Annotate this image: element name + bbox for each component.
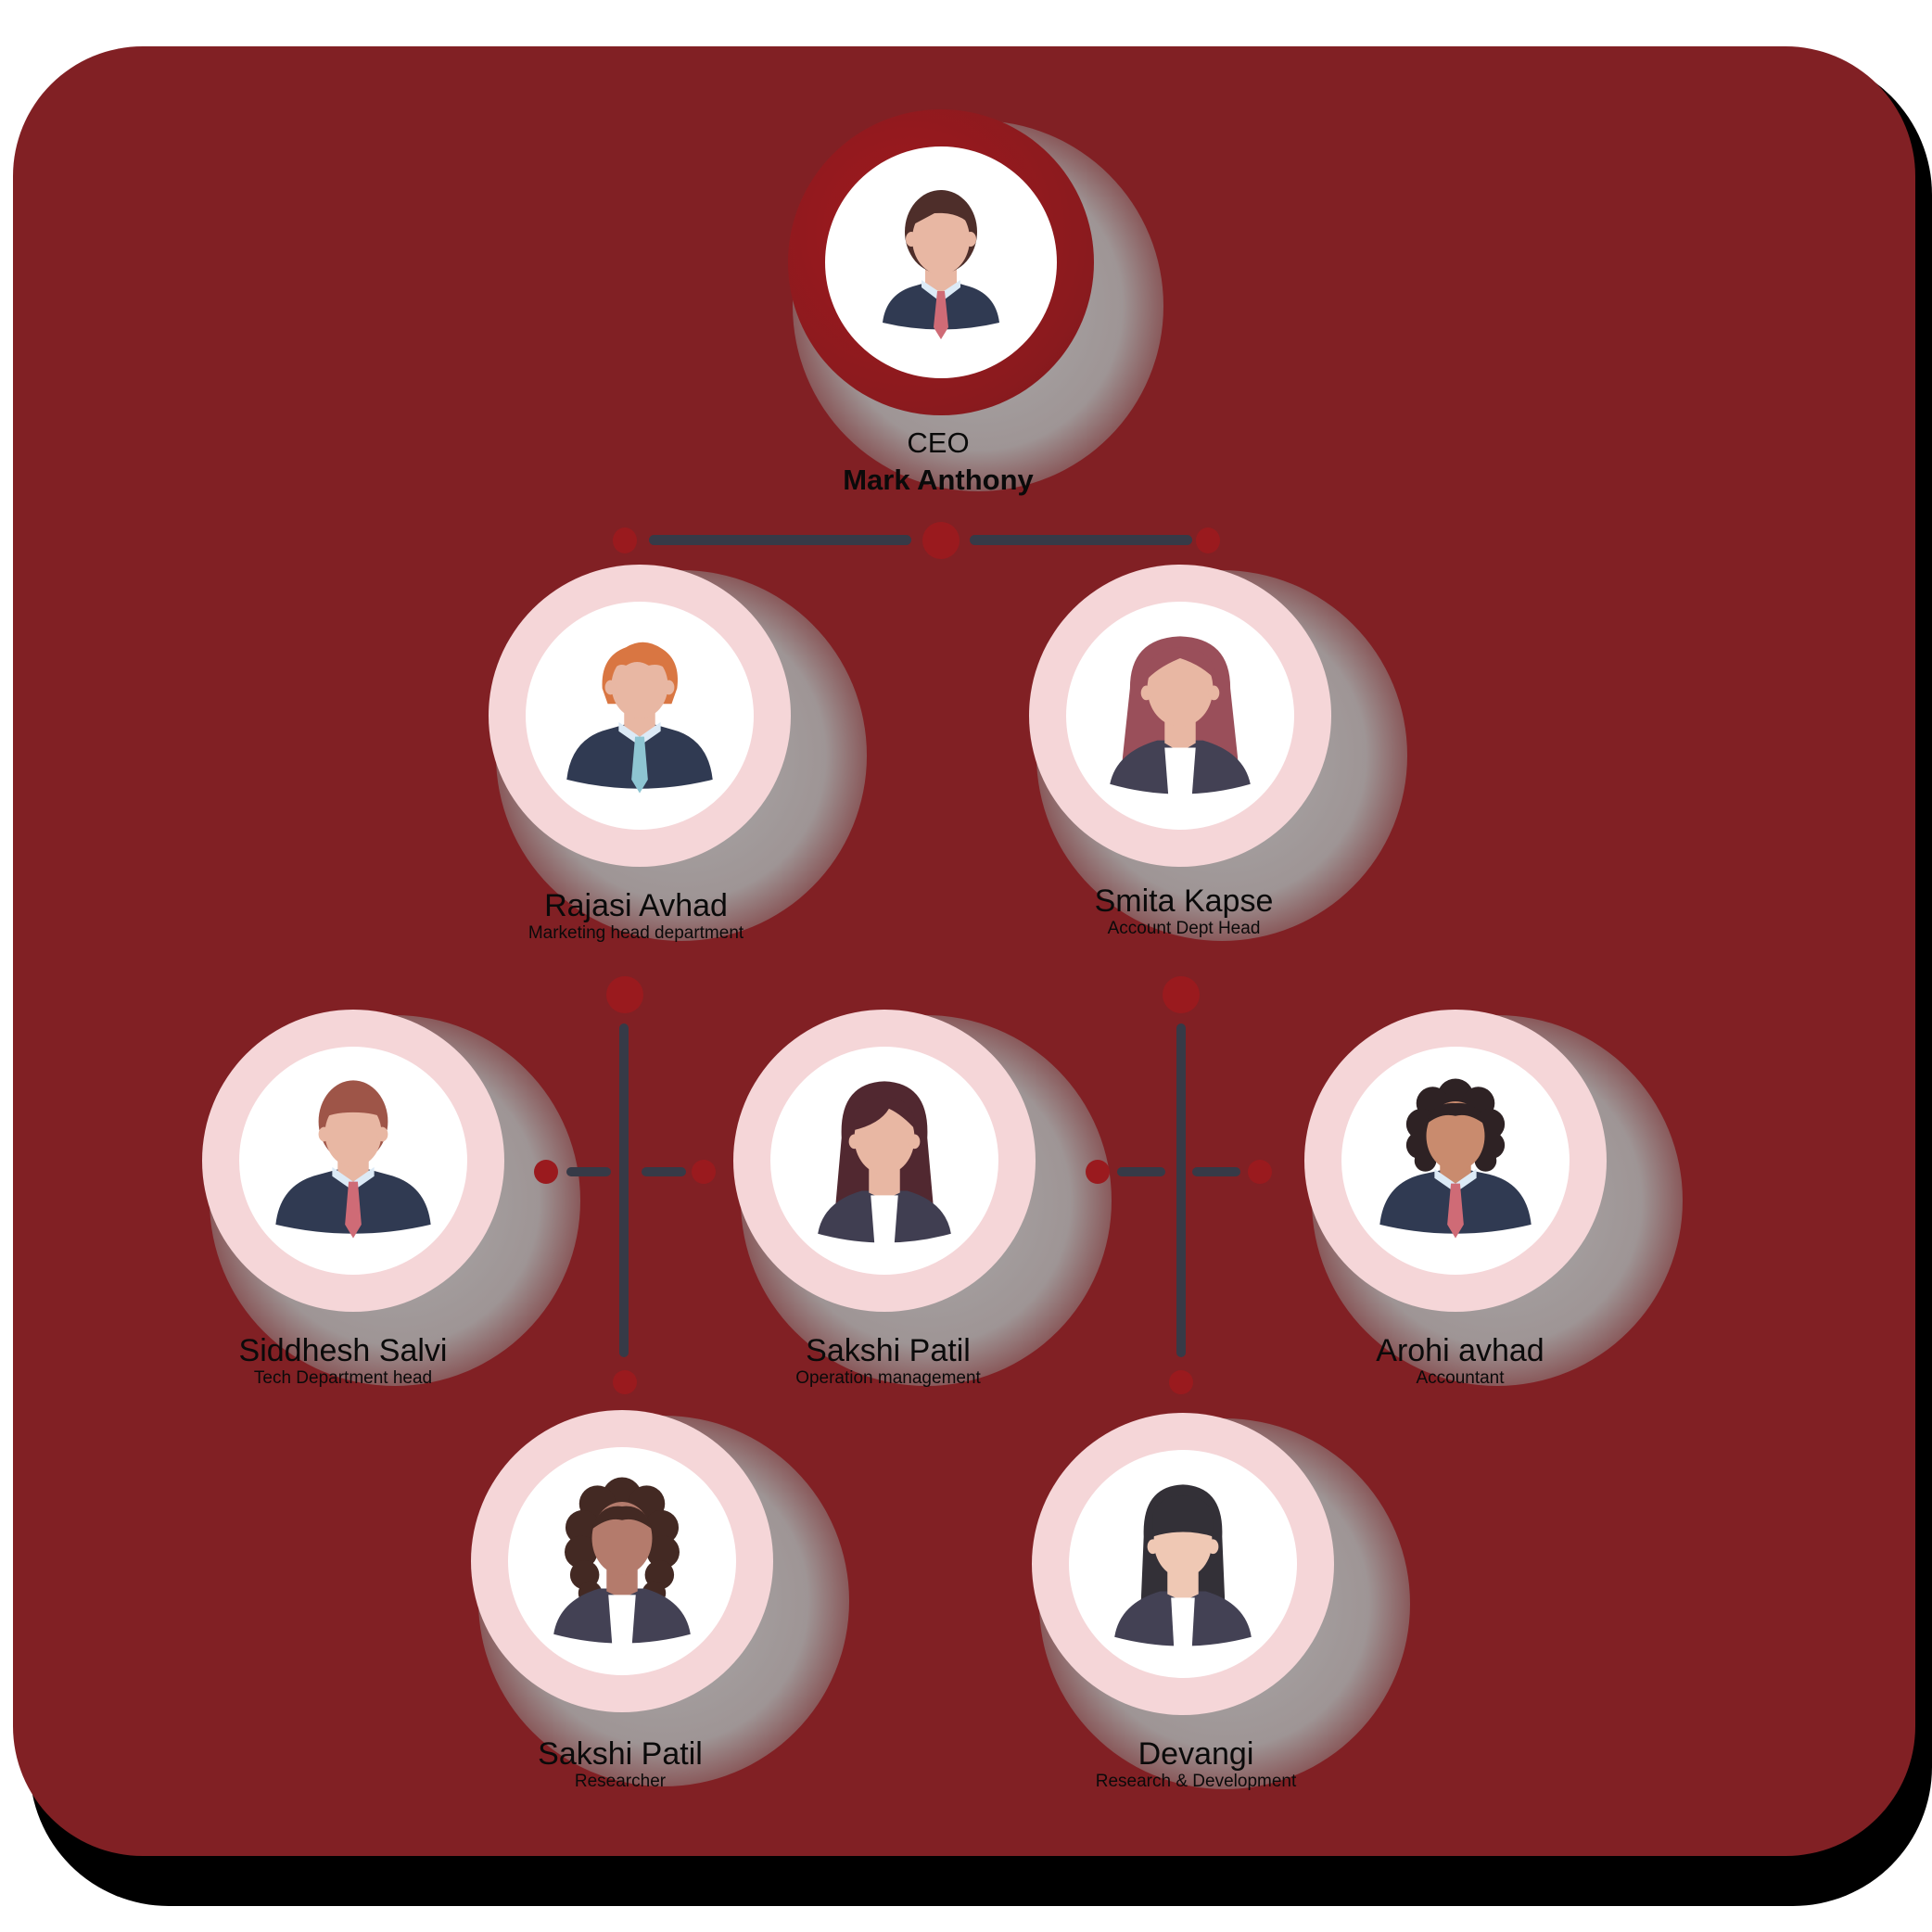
ceo-connector-right — [970, 535, 1192, 545]
rajasi-label: Rajasi Avhad Marketing head department — [528, 888, 744, 944]
sakshi-researcher-label: Sakshi Patil Researcher — [538, 1736, 703, 1792]
connector-dot — [534, 1160, 558, 1184]
ceo-label: CEO Mark Anthony — [843, 425, 1034, 499]
female-avatar-long-dark-hair-icon — [770, 1047, 998, 1275]
right-branch-vertical — [1176, 1023, 1186, 1357]
sakshi-operation-label: Sakshi Patil Operation management — [795, 1333, 981, 1389]
connector-dot-top — [606, 976, 643, 1013]
person-name: Sakshi Patil — [538, 1736, 703, 1772]
person-name: Smita Kapse — [1094, 883, 1274, 919]
sakshi-researcher-node[interactable] — [471, 1410, 773, 1712]
ceo-connector-left — [649, 535, 911, 545]
left-branch-vertical — [619, 1023, 629, 1357]
ceo-node[interactable] — [788, 109, 1094, 415]
person-name: Arohi avhad — [1376, 1333, 1544, 1368]
smita-label: Smita Kapse Account Dept Head — [1095, 883, 1274, 939]
male-avatar-brown-hair-icon — [825, 146, 1057, 378]
person-role: Marketing head department — [527, 923, 744, 943]
person-role: Accountant — [1416, 1368, 1505, 1388]
siddhesh-node[interactable] — [202, 1010, 504, 1312]
female-avatar-mauve-hair-icon — [1066, 602, 1294, 830]
male-avatar-curly-hair-icon — [1341, 1047, 1570, 1275]
left-branch-stub-right — [642, 1167, 686, 1176]
person-name: Siddhesh Salvi — [238, 1333, 448, 1368]
left-branch-stub-left — [566, 1167, 611, 1176]
connector-dot — [1086, 1160, 1110, 1184]
devangi-label: Devangi Research & Development — [1096, 1736, 1297, 1792]
arohi-label: Arohi avhad Accountant — [1376, 1333, 1544, 1389]
connector-dot — [692, 1160, 716, 1184]
right-branch-stub-right — [1192, 1167, 1240, 1176]
ceo-name: Mark Anthony — [843, 464, 1034, 496]
devangi-node[interactable] — [1032, 1413, 1334, 1715]
connector-dot-top — [1163, 976, 1200, 1013]
person-name: Sakshi Patil — [806, 1333, 971, 1368]
arohi-node[interactable] — [1304, 1010, 1607, 1312]
connector-dot-bottom — [613, 1370, 637, 1394]
person-name: Devangi — [1138, 1736, 1254, 1772]
male-avatar-orange-hair-icon — [526, 602, 754, 830]
person-role: Account Dept Head — [1107, 919, 1261, 938]
person-role: Tech Department head — [253, 1368, 433, 1388]
sakshi-operation-node[interactable] — [733, 1010, 1036, 1312]
connector-dot — [1196, 527, 1220, 553]
ceo-title: CEO — [907, 426, 970, 459]
siddhesh-label: Siddhesh Salvi Tech Department head — [239, 1333, 448, 1389]
female-avatar-curly-hair-icon — [508, 1447, 736, 1675]
right-branch-stub-left — [1117, 1167, 1165, 1176]
rajasi-node[interactable] — [489, 565, 791, 867]
connector-dot — [1248, 1160, 1272, 1184]
connector-dot — [613, 527, 637, 553]
connector-dot-center — [922, 522, 960, 559]
smita-node[interactable] — [1029, 565, 1331, 867]
person-role: Research & Development — [1095, 1772, 1297, 1791]
person-role: Researcher — [574, 1772, 667, 1791]
female-avatar-black-hair-bangs-icon — [1069, 1450, 1297, 1678]
person-role: Operation management — [795, 1368, 981, 1388]
person-name: Rajasi Avhad — [544, 888, 728, 923]
connector-dot-bottom — [1169, 1370, 1193, 1394]
male-avatar-auburn-hair-icon — [239, 1047, 467, 1275]
